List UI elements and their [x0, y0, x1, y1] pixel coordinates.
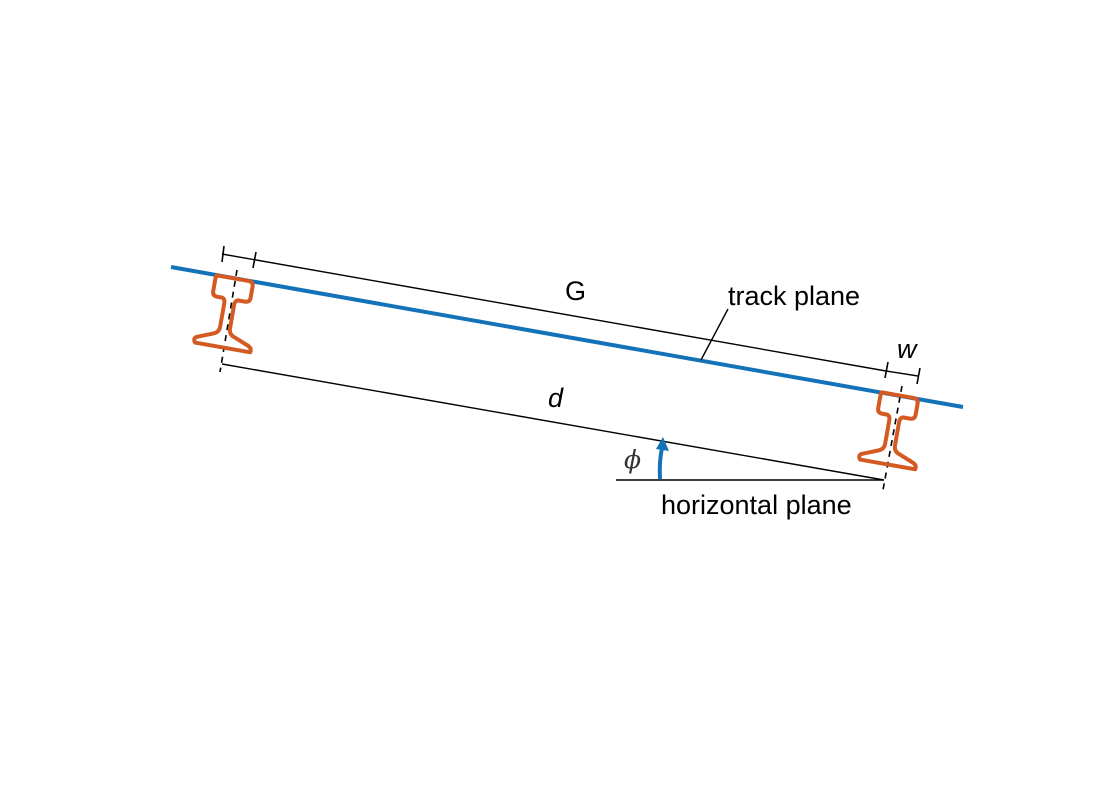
track-plane-line: [170, 265, 964, 409]
rail-centerline-right: [882, 385, 903, 491]
gauge-dimension-line: [221, 253, 887, 372]
rail-profile-right: [857, 390, 920, 472]
distance-d-line: [221, 363, 885, 481]
angle-label: ϕ: [624, 445, 641, 474]
gauge-width-tick-left: [252, 251, 257, 269]
gauge-label: G: [565, 276, 586, 306]
width-tick-right: [916, 367, 921, 385]
track-plane-label: track plane: [728, 281, 860, 311]
angle-arrow: [656, 437, 669, 480]
width-label: w: [897, 334, 918, 364]
horizontal-plane-label: horizontal plane: [661, 490, 852, 520]
distance-label: d: [548, 383, 564, 413]
gauge-tick-left: [221, 245, 225, 263]
width-dimension-line: [885, 370, 919, 377]
gauge-tick-right: [884, 361, 889, 379]
track-plane-leader: [700, 308, 729, 361]
rail-profile-left: [192, 273, 255, 355]
